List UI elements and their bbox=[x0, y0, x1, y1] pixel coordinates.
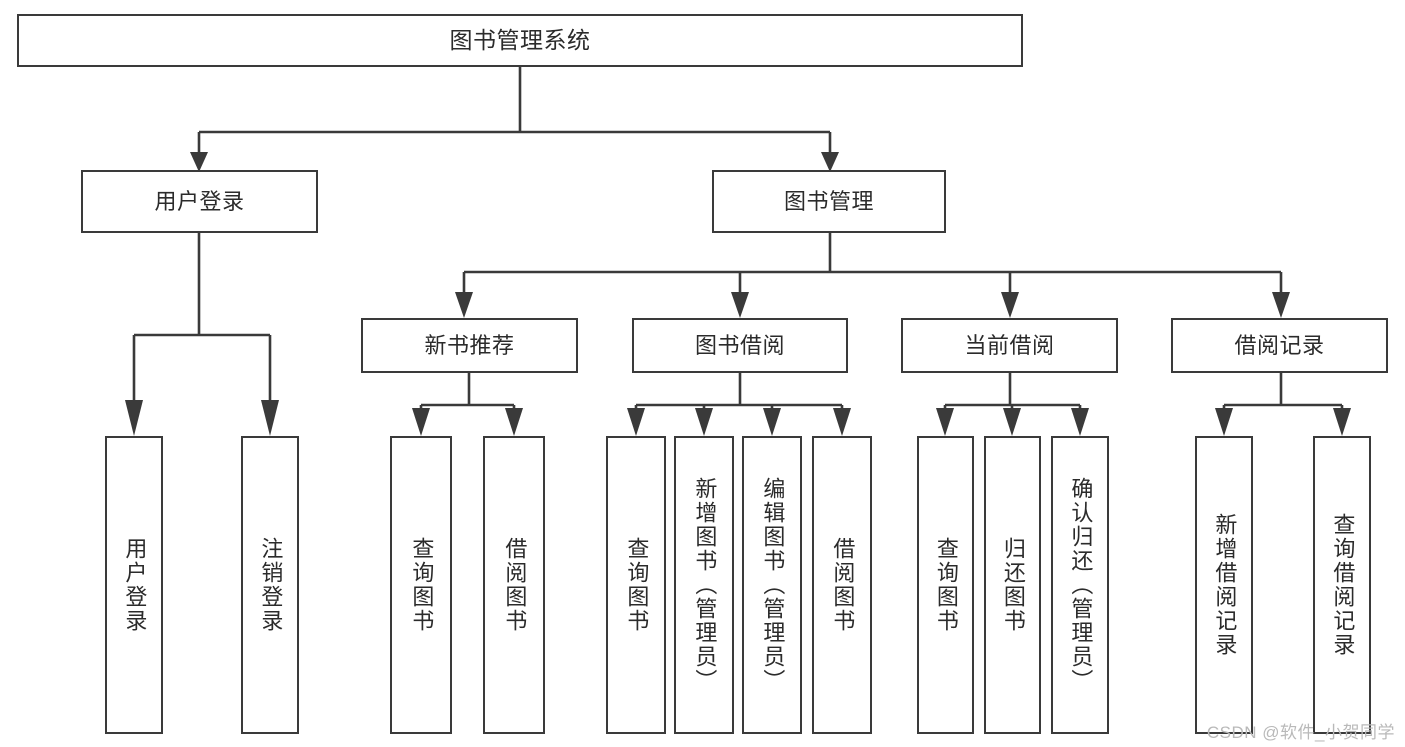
leaf-query-book-3[interactable]: 查询图书 bbox=[917, 436, 974, 734]
leaf-logout-label: 注销登录 bbox=[258, 537, 284, 633]
leaf-confirm-return-label: 确认归还（管理员） bbox=[1068, 477, 1094, 693]
node-user-login-label: 用户登录 bbox=[154, 188, 245, 214]
leaf-edit-book-label: 编辑图书（管理员） bbox=[760, 477, 786, 693]
node-current-borrow-label: 当前借阅 bbox=[964, 332, 1055, 358]
node-root[interactable]: 图书管理系统 bbox=[17, 14, 1023, 67]
node-book-borrow[interactable]: 图书借阅 bbox=[632, 318, 848, 373]
leaf-borrow-book-1[interactable]: 借阅图书 bbox=[483, 436, 545, 734]
leaf-logout[interactable]: 注销登录 bbox=[241, 436, 299, 734]
node-borrow-record[interactable]: 借阅记录 bbox=[1171, 318, 1388, 373]
leaf-add-record[interactable]: 新增借阅记录 bbox=[1195, 436, 1253, 734]
node-book-borrow-label: 图书借阅 bbox=[694, 332, 785, 358]
leaf-borrow-book-2[interactable]: 借阅图书 bbox=[812, 436, 872, 734]
node-root-label: 图书管理系统 bbox=[449, 26, 591, 53]
leaf-add-record-label: 新增借阅记录 bbox=[1212, 513, 1238, 657]
leaf-query-book-1-label: 查询图书 bbox=[409, 537, 435, 633]
leaf-return-book[interactable]: 归还图书 bbox=[984, 436, 1041, 734]
node-book-manage-label: 图书管理 bbox=[783, 188, 874, 214]
leaf-query-book-2[interactable]: 查询图书 bbox=[606, 436, 666, 734]
leaf-borrow-book-2-label: 借阅图书 bbox=[830, 537, 856, 633]
node-user-login[interactable]: 用户登录 bbox=[81, 170, 318, 233]
leaf-borrow-book-1-label: 借阅图书 bbox=[502, 537, 528, 633]
leaf-user-login-label: 用户登录 bbox=[122, 537, 148, 633]
leaf-query-book-3-label: 查询图书 bbox=[933, 537, 959, 633]
leaf-query-book-1[interactable]: 查询图书 bbox=[390, 436, 452, 734]
leaf-return-book-label: 归还图书 bbox=[1000, 537, 1026, 633]
leaf-user-login[interactable]: 用户登录 bbox=[105, 436, 163, 734]
leaf-add-book[interactable]: 新增图书（管理员） bbox=[674, 436, 734, 734]
node-borrow-record-label: 借阅记录 bbox=[1234, 332, 1325, 358]
leaf-query-record[interactable]: 查询借阅记录 bbox=[1313, 436, 1371, 734]
node-new-book-recommend[interactable]: 新书推荐 bbox=[361, 318, 578, 373]
leaf-query-book-2-label: 查询图书 bbox=[624, 537, 650, 633]
leaf-add-book-label: 新增图书（管理员） bbox=[692, 477, 718, 693]
node-new-book-recommend-label: 新书推荐 bbox=[424, 332, 515, 358]
leaf-edit-book[interactable]: 编辑图书（管理员） bbox=[742, 436, 802, 734]
leaf-query-record-label: 查询借阅记录 bbox=[1330, 513, 1356, 657]
node-current-borrow[interactable]: 当前借阅 bbox=[901, 318, 1118, 373]
leaf-confirm-return[interactable]: 确认归还（管理员） bbox=[1051, 436, 1109, 734]
node-book-manage[interactable]: 图书管理 bbox=[712, 170, 946, 233]
watermark: CSDN @软件_小贺同学 bbox=[1206, 723, 1395, 742]
